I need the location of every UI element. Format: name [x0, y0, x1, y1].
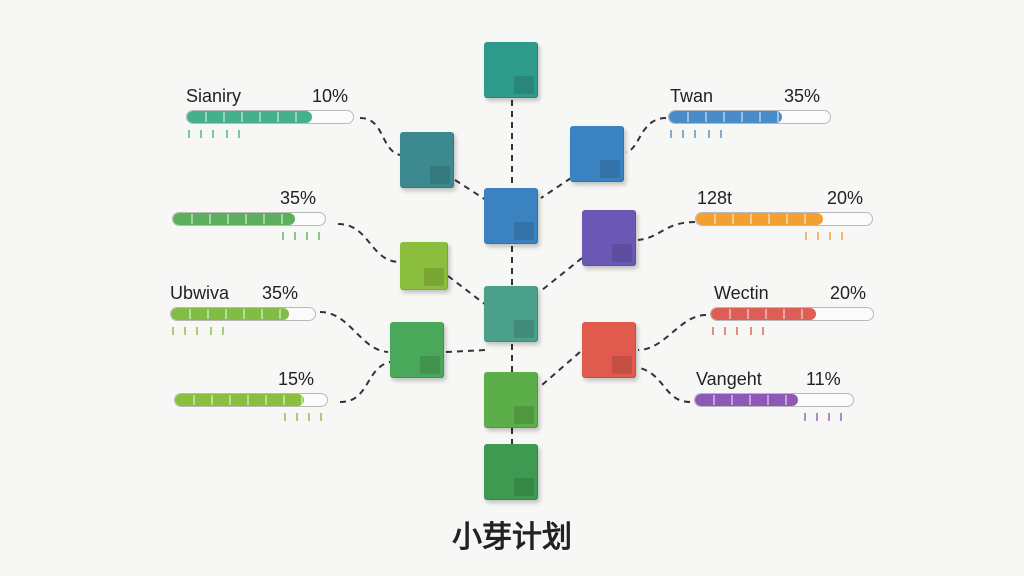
progress-fill [175, 394, 305, 406]
progress-percent: 15% [278, 369, 315, 389]
progress-ticks [695, 232, 873, 240]
progress-fill [171, 308, 290, 320]
progress-label: Sianiry [186, 86, 242, 106]
progress-panel-right-4: Vangeht 11% [694, 369, 884, 421]
progress-ticks [694, 413, 854, 421]
node-upper-right-blue [570, 126, 624, 182]
progress-fill [669, 111, 782, 123]
node-top-teal [484, 42, 538, 98]
progress-ticks [170, 327, 316, 335]
progress-fill [711, 308, 817, 320]
node-slate-teal [400, 132, 454, 188]
progress-percent: 20% [830, 283, 867, 303]
progress-panel-right-3: Wectin 20% [710, 283, 900, 335]
progress-label: Ubwiva [170, 283, 230, 303]
node-center-blue [484, 188, 538, 244]
node-left-green [390, 322, 444, 378]
node-lime [400, 242, 448, 290]
progress-label: Twan [670, 86, 714, 106]
progress-panel-left-2: 35% [172, 188, 362, 240]
progress-track [668, 110, 831, 124]
progress-ticks [172, 232, 326, 240]
progress-panel-right-1: Twan 35% [668, 86, 858, 138]
progress-ticks [174, 413, 328, 421]
progress-track [710, 307, 874, 321]
progress-fill [695, 394, 798, 406]
progress-panel-left-1: Sianiry 10% [186, 86, 376, 138]
progress-panel-left-3: Ubwiva 35% [170, 283, 360, 335]
progress-percent: 11% [806, 369, 841, 389]
progress-panel-right-2: 128t 20% [695, 188, 885, 240]
progress-track [170, 307, 316, 321]
progress-ticks [668, 130, 831, 138]
progress-track [174, 393, 328, 407]
progress-track [694, 393, 854, 407]
progress-track [695, 212, 873, 226]
node-red [582, 322, 636, 378]
progress-percent: 35% [262, 283, 299, 303]
node-center-teal-green [484, 286, 538, 342]
node-bottom-green [484, 444, 538, 500]
node-purple [582, 210, 636, 266]
progress-fill [187, 111, 312, 123]
diagram-title: 小芽计划 [452, 520, 572, 555]
progress-ticks [710, 327, 874, 335]
progress-percent: 35% [280, 188, 317, 208]
node-center-green [484, 372, 538, 428]
progress-fill [173, 213, 295, 225]
progress-ticks [186, 130, 354, 138]
progress-track [186, 110, 354, 124]
progress-percent: 20% [827, 188, 864, 208]
progress-panel-left-4: 15% [174, 369, 364, 421]
progress-label: 128t [697, 188, 733, 208]
progress-percent: 35% [784, 86, 821, 106]
progress-fill [696, 213, 823, 225]
progress-track [172, 212, 326, 226]
progress-percent: 10% [312, 86, 349, 106]
progress-label: Wectin [714, 283, 769, 303]
progress-label: Vangeht [696, 369, 762, 389]
